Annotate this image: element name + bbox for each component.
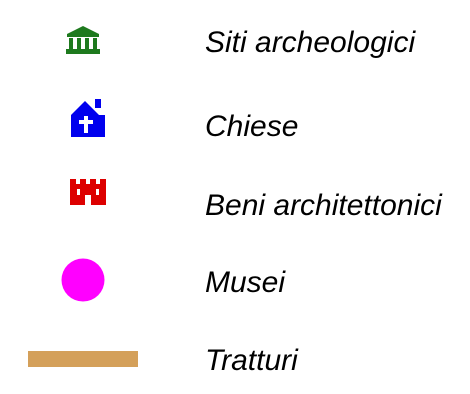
legend-label: Musei [205,266,286,299]
legend-label: Chiese [205,110,299,143]
legend-item-tratturi: Tratturi [0,334,470,394]
line-icon [28,351,138,367]
legend-item-beni-architettonici: Beni architettonici [0,165,470,225]
legend-label: Tratturi [205,344,298,377]
legend-item-chiese: Chiese [0,99,470,159]
circle-icon [61,258,105,302]
legend-label: Siti archeologici [205,26,416,59]
castle-icon [70,179,106,205]
legend-item-musei: Musei [0,252,470,312]
legend-label: Beni architettonici [205,189,442,222]
church-icon [71,99,105,137]
temple-icon [66,26,100,54]
legend-item-siti-archeologici: Siti archeologici [0,22,470,82]
